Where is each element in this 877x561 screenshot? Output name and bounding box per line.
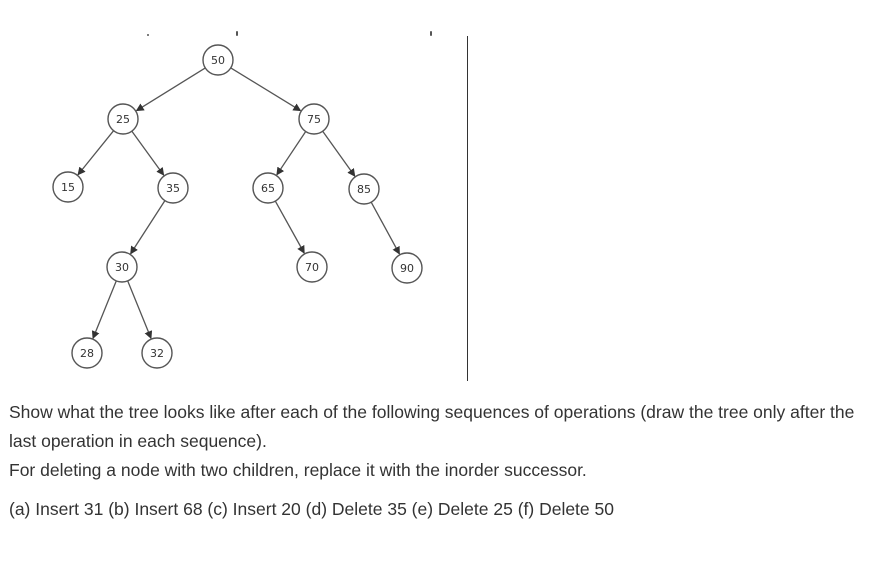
tree-node-label: 65: [261, 182, 275, 195]
tree-node-75: 75: [298, 103, 330, 135]
tree-node-label: 25: [116, 113, 130, 126]
tree-node-label: 90: [400, 262, 414, 275]
tree-node-label: 28: [80, 347, 94, 360]
tree-node-70: 70: [296, 251, 328, 283]
tree-node-label: 70: [305, 261, 319, 274]
problem-deletion-rule: For deleting a node with two children, r…: [9, 460, 587, 480]
problem-operations: (a) Insert 31 (b) Insert 68 (c) Insert 2…: [9, 499, 614, 519]
tree-edge-75-85: [322, 130, 356, 177]
tree-node-25: 25: [107, 103, 139, 135]
tree-edge-30-32: [127, 280, 153, 340]
tree-node-35: 35: [157, 172, 189, 204]
scan-speck: [236, 31, 238, 36]
tree-edge-75-65: [276, 131, 307, 176]
tree-edge-65-70: [274, 200, 305, 254]
tree-edge-25-15: [77, 130, 115, 176]
tree-edge-50-25: [135, 67, 206, 112]
tree-edge-30-28: [91, 280, 117, 340]
tree-node-32: 32: [141, 337, 173, 369]
scan-speck: [147, 34, 149, 36]
tree-node-label: 75: [307, 113, 321, 126]
tree-node-label: 35: [166, 182, 180, 195]
tree-node-label: 32: [150, 347, 164, 360]
tree-node-28: 28: [71, 337, 103, 369]
problem-statement: Show what the tree looks like after each…: [9, 398, 869, 524]
tree-node-65: 65: [252, 172, 284, 204]
tree-node-30: 30: [106, 251, 138, 283]
scan-speck: [430, 31, 432, 36]
tree-node-label: 30: [115, 261, 129, 274]
vertical-divider: [467, 36, 468, 381]
tree-edge-35-30: [130, 200, 166, 255]
tree-node-90: 90: [391, 252, 423, 284]
tree-node-label: 15: [61, 181, 75, 194]
tree-edge-50-75: [230, 67, 302, 112]
tree-node-label: 50: [211, 54, 225, 67]
tree-node-15: 15: [52, 171, 84, 203]
tree-node-label: 85: [357, 183, 371, 196]
tree-edge-85-90: [370, 201, 400, 255]
tree-node-85: 85: [348, 173, 380, 205]
problem-instructions: Show what the tree looks like after each…: [9, 402, 855, 451]
tree-edge-25-35: [131, 130, 165, 176]
tree-node-50: 50: [202, 44, 234, 76]
